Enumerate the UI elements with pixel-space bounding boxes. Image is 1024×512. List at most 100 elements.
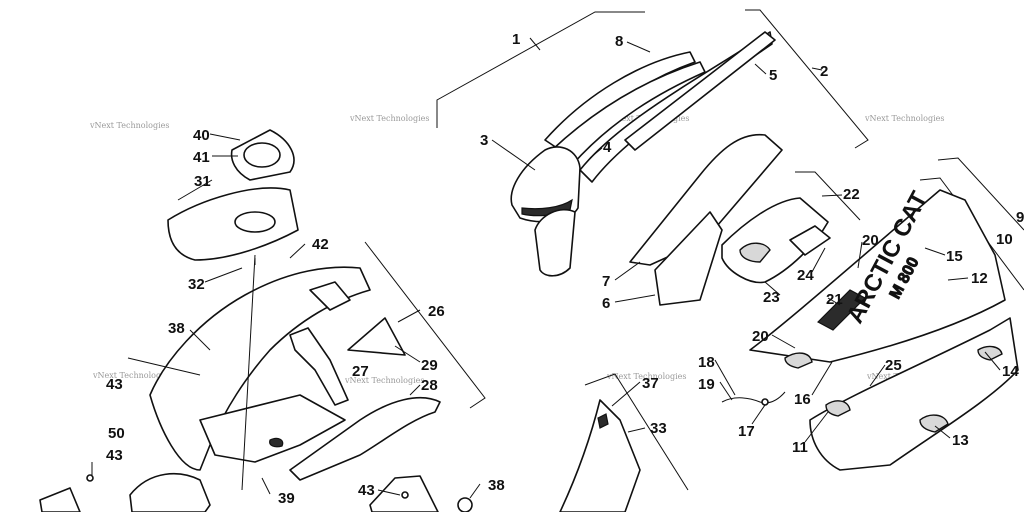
- bracket-1: [436, 11, 645, 128]
- watermark: vNext Technologies: [89, 121, 169, 130]
- callout-24: 24: [797, 267, 814, 284]
- callout-11: 11: [792, 439, 808, 456]
- callout-7: 7: [602, 273, 610, 290]
- bracket-22: [795, 171, 861, 221]
- wire-connector: [761, 398, 769, 406]
- air-box-hole: [234, 211, 276, 233]
- callout-38: 38: [488, 477, 505, 494]
- callout-41: 41: [193, 149, 210, 166]
- side-pads: [629, 133, 783, 306]
- upper-bracket: [309, 281, 351, 311]
- callout-21: 21: [826, 291, 843, 308]
- callout-14: 14: [1002, 363, 1019, 380]
- frame-hole: [269, 437, 284, 448]
- bumper-cap: [129, 472, 211, 512]
- lower-parts: [39, 399, 641, 512]
- watermark: vNext Technologies: [606, 372, 686, 381]
- callout-20: 20: [862, 232, 879, 249]
- callout-22: 22: [843, 186, 860, 203]
- callout-10: 10: [996, 231, 1013, 248]
- chassis-assembly: [149, 129, 441, 491]
- callout-43: 43: [106, 447, 123, 464]
- callout-1: 1: [512, 31, 520, 48]
- bracket-33: [584, 373, 689, 491]
- belly-pan: [289, 396, 441, 481]
- watermark: vNext Technologies: [344, 376, 424, 385]
- bracket-10: [919, 177, 1024, 291]
- callout-43: 43: [106, 376, 123, 393]
- callout-50: 50: [108, 425, 125, 442]
- callout-37: 37: [642, 375, 659, 392]
- wire-harness: [721, 391, 786, 406]
- callout-2: 2: [820, 63, 828, 80]
- side-panel-assembly: ARCTIC CAT M 800: [749, 187, 1019, 471]
- console-panel: [721, 197, 831, 284]
- callout-43: 43: [358, 482, 375, 499]
- side-panel-upper: [749, 189, 1006, 363]
- callout-16: 16: [794, 391, 811, 408]
- headlight-housing: [534, 208, 576, 277]
- callout-31: 31: [194, 173, 211, 190]
- shield-clip: [597, 413, 609, 429]
- console-lens: [739, 242, 771, 263]
- triangle-bracket: [347, 317, 406, 356]
- watermark: vNext Technologies: [864, 114, 944, 123]
- callout-12: 12: [971, 270, 988, 287]
- pad-lower: [654, 211, 723, 306]
- side-panel-badge: [784, 352, 813, 369]
- callout-39: 39: [278, 490, 295, 507]
- callout-26: 26: [428, 303, 445, 320]
- callout-15: 15: [946, 248, 963, 265]
- pad-upper: [629, 133, 783, 266]
- fastener: [86, 474, 94, 482]
- callout-32: 32: [188, 276, 205, 293]
- washer: [457, 497, 473, 512]
- bracket-9: [937, 157, 1024, 231]
- callout-5: 5: [769, 67, 777, 84]
- side-panel-vent: [817, 289, 866, 331]
- callout-8: 8: [615, 33, 623, 50]
- callout-17: 17: [738, 423, 755, 440]
- callout-13: 13: [952, 432, 969, 449]
- windshield-assembly: [510, 31, 776, 277]
- watermark: vNext Technologies: [92, 371, 172, 380]
- callout-38: 38: [168, 320, 185, 337]
- wire: [721, 391, 786, 404]
- callout-28: 28: [421, 377, 438, 394]
- callout-9: 9: [1016, 209, 1024, 226]
- bracket-26: [364, 241, 486, 409]
- callouts: 1 2 3 4 5 6 7 8 9 10 11 12 13 14 15 16 1…: [106, 31, 1024, 507]
- bracket-2: [745, 9, 869, 149]
- air-box-mount: [167, 187, 299, 261]
- side-shield: [559, 399, 641, 512]
- console-insert: [789, 225, 831, 256]
- fastener: [401, 491, 409, 499]
- steering-support: [289, 327, 349, 406]
- callout-3: 3: [480, 132, 488, 149]
- watermark: vNext Technologies: [349, 114, 429, 123]
- side-panel-lower: [809, 317, 1019, 471]
- callout-19: 19: [698, 376, 715, 393]
- callout-27: 27: [352, 363, 369, 380]
- group-brackets: [364, 9, 1024, 491]
- bumper-corner: [39, 487, 81, 512]
- side-panel-badge: [977, 345, 1003, 361]
- callout-25: 25: [885, 357, 902, 374]
- callout-4: 4: [603, 139, 612, 156]
- callout-33: 33: [650, 420, 667, 437]
- hood-top-panel: [624, 31, 776, 151]
- leader-lines: [91, 41, 1001, 499]
- callout-42: 42: [312, 236, 329, 253]
- side-panel-badge: [919, 414, 949, 433]
- windshield: [551, 61, 706, 176]
- side-panel-badge: [825, 400, 851, 417]
- callout-6: 6: [602, 295, 610, 312]
- callout-29: 29: [421, 357, 438, 374]
- callout-18: 18: [698, 354, 715, 371]
- callout-40: 40: [193, 127, 210, 144]
- callout-23: 23: [763, 289, 780, 306]
- bulkhead-plate: [199, 394, 346, 463]
- gasket-ring: [243, 142, 281, 168]
- callout-20: 20: [752, 328, 769, 345]
